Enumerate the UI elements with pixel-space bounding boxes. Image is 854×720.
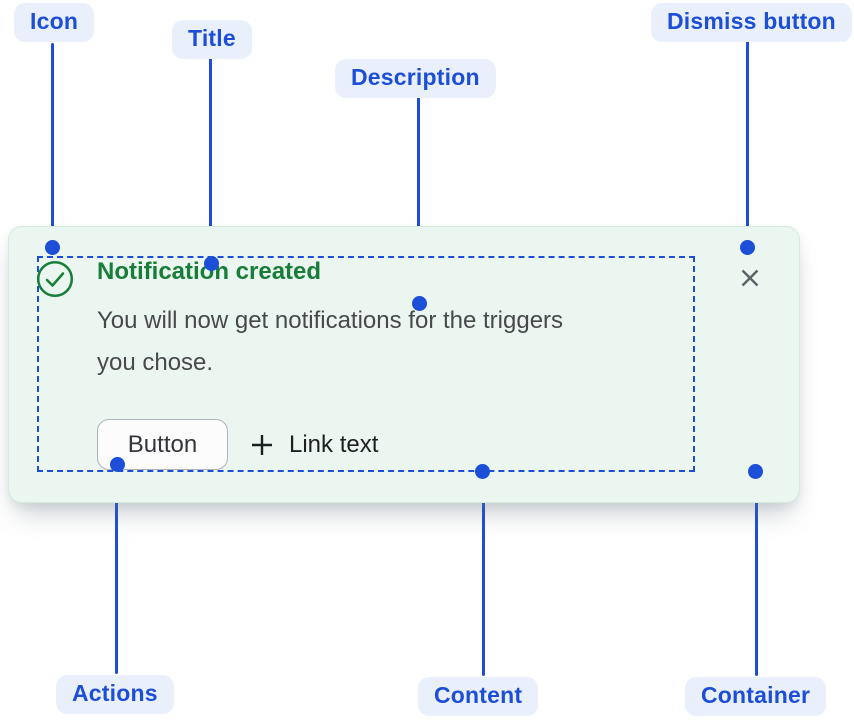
connector-dot-title — [204, 256, 219, 271]
annotation-label-content: Content — [418, 677, 539, 716]
dismiss-button[interactable] — [734, 262, 766, 294]
connector-line-dismiss — [746, 39, 749, 247]
flag-description-line1: You will now get notifications for the t… — [97, 307, 564, 334]
connector-line-description — [417, 95, 420, 303]
connector-line-icon — [51, 43, 54, 248]
connector-dot-actions — [110, 457, 125, 472]
close-icon — [735, 263, 765, 293]
connector-dot-content — [475, 464, 490, 479]
flag-container: Notification created You will now get no… — [8, 226, 800, 503]
annotation-label-actions: Actions — [56, 675, 174, 714]
connector-dot-description — [412, 296, 427, 311]
plus-icon — [249, 432, 275, 458]
annotation-label-container: Container — [685, 677, 827, 716]
flag-description-line2: you chose. — [97, 349, 214, 376]
flag-action-link[interactable]: Link text — [249, 419, 378, 470]
connector-dot-icon — [45, 240, 60, 255]
connector-line-content — [482, 472, 485, 676]
connector-line-actions — [115, 464, 118, 674]
annotation-label-title: Title — [172, 20, 252, 59]
connector-dot-container — [748, 464, 763, 479]
flag-action-button[interactable]: Button — [97, 419, 228, 470]
connector-line-container — [755, 472, 758, 676]
flag-description: You will now get notifications for the t… — [97, 300, 707, 384]
annotation-label-icon: Icon — [14, 3, 95, 42]
connector-line-title — [209, 56, 212, 263]
annotation-label-dismiss-button: Dismiss button — [651, 3, 852, 42]
connector-dot-dismiss — [740, 240, 755, 255]
check-circle-icon — [36, 260, 74, 298]
content-area-outline — [37, 256, 695, 472]
flag-action-link-label: Link text — [289, 430, 379, 458]
annotation-label-description: Description — [335, 59, 496, 98]
